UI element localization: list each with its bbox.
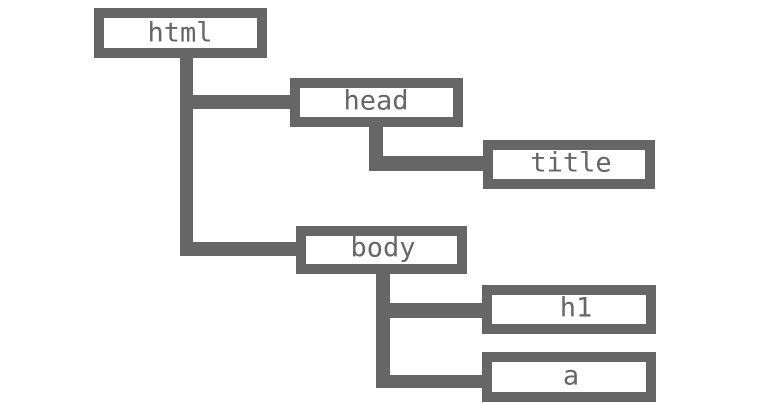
- node-label: h1: [560, 293, 593, 324]
- edge-html-body: [180, 242, 298, 256]
- node-html: html: [94, 8, 267, 58]
- node-label: body: [350, 233, 415, 264]
- edge-body-a: [376, 375, 484, 388]
- node-title: title: [483, 140, 655, 189]
- node-label: html: [147, 18, 212, 49]
- node-label: a: [563, 361, 579, 392]
- node-head: head: [290, 78, 463, 127]
- edge-body-trunk: [376, 272, 390, 388]
- node-h1: h1: [482, 285, 656, 334]
- edge-html-head: [180, 95, 292, 109]
- node-label: head: [343, 86, 408, 117]
- node-label: title: [530, 148, 611, 179]
- node-a: a: [482, 352, 656, 402]
- edge-body-h1: [376, 303, 484, 318]
- edge-html-trunk: [180, 56, 193, 256]
- node-body: body: [296, 226, 467, 274]
- edge-head-title-h: [369, 156, 485, 171]
